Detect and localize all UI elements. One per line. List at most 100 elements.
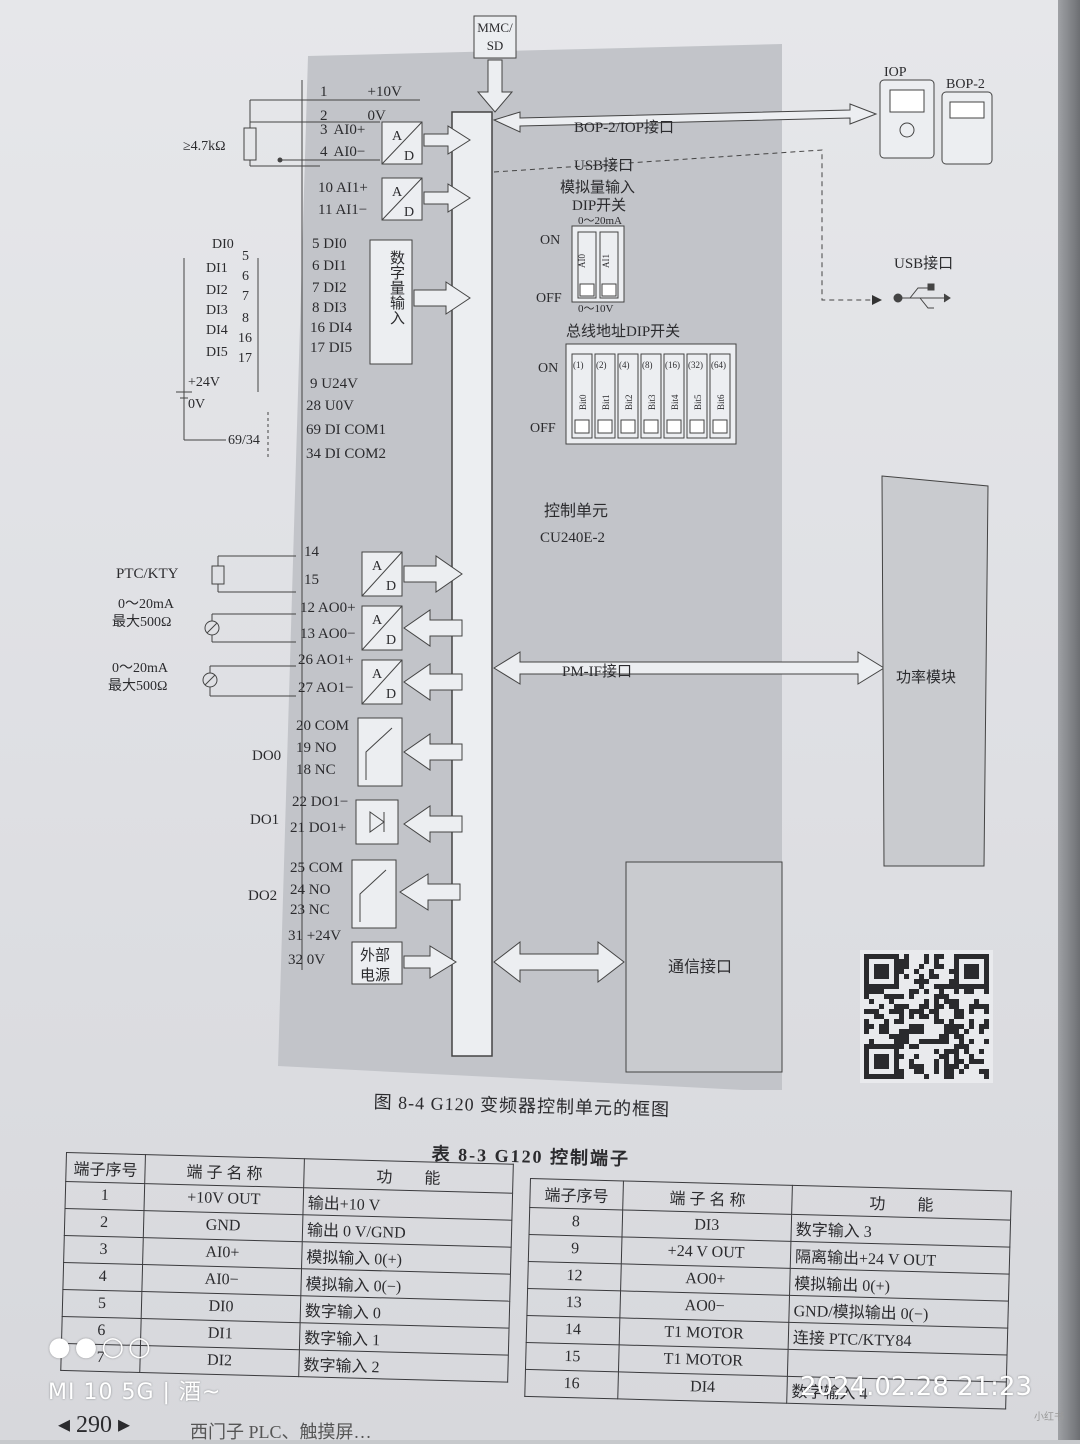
svg-text:A: A [372,667,383,682]
iop-label: IOP [884,65,907,80]
di-term-16: 16 DI4 [310,320,353,336]
qr-code [860,950,993,1083]
svg-text:18 NC: 18 NC [296,762,336,778]
svg-text:7: 7 [242,289,249,304]
svg-text:19 NO: 19 NO [296,740,337,756]
bus-dip-cell: (8)Bit3 [640,353,662,439]
svg-text:D: D [386,579,396,594]
bus-address-dip-switch: 总线地址DIP开关 ON OFF (1)Bit0(2)Bit1(4)Bit2(8… [530,323,737,445]
bus-dip-bit: Bit2 [624,394,634,410]
svg-text:总线地址DIP开关: 总线地址DIP开关 [566,323,680,340]
ao1-max: 最大500Ω [108,678,167,694]
svg-text:20 COM: 20 COM [296,718,349,734]
mmc-label-1: MMC/ [477,20,513,35]
control-unit-label: 控制单元 [544,502,608,520]
digital-input-box [369,239,413,365]
svg-text:0～10V: 0～10V [578,303,613,315]
ao0-range: 0～20mA [118,597,175,612]
svg-text:13 AO0−: 13 AO0− [300,626,356,642]
comm-interface-box [625,861,783,1073]
relay-do2 [351,859,397,929]
header-name: 端 子 名 称 [144,1154,305,1188]
svg-text:外部: 外部 [360,947,390,964]
page-edge-shadow [1058,0,1080,1440]
term-1: 1+10V [320,84,402,100]
svg-text:D: D [386,687,396,702]
svg-text:AI0: AI0 [577,254,587,268]
term-9: 9 U24V [310,376,358,392]
comm-interface-label: 通信接口 [668,958,732,976]
ptc-sensor [211,565,225,585]
bus-dip-value: (2) [596,360,607,370]
bus-dip-bit: Bit4 [670,394,680,410]
bus-dip-value: (16) [665,360,680,370]
svg-text:8: 8 [242,311,249,326]
digital-input-group: DI0 DI1 DI2 DI3 DI4 DI5 5 6 7 8 16 17 5 … [176,236,471,462]
pot-label: ≥4.7kΩ [183,139,226,154]
svg-text:OFF: OFF [536,291,562,306]
optocoupler-do1 [355,799,399,845]
ao0-max: 最大500Ω [112,614,171,630]
svg-text:ON: ON [540,233,560,248]
power-module-label: 功率模块 [896,669,956,686]
mmc-arrow [476,59,514,113]
page-number: ◂ 290 ▸ [58,1412,131,1438]
svg-text:5: 5 [242,249,249,264]
svg-text:24 NO: 24 NO [290,882,331,898]
supply-24v: +24V [188,375,220,390]
control-unit-model: CU240E-2 [540,530,605,546]
bus-dip-value: (1) [573,360,584,370]
svg-text:12 AO0+: 12 AO0+ [300,600,356,616]
svg-text:AI1: AI1 [601,254,611,268]
svg-text:21 DO1+: 21 DO1+ [290,820,346,836]
usb-right-label: USB接口 [894,255,953,272]
pm-if-label: PM-IF接口 [562,663,632,680]
footer-text: 西门子 PLC、触摸屏… [190,1422,372,1442]
watermark: 小红书 [1034,1412,1064,1423]
digital-input-box-label: 数字量输入 [388,250,405,325]
usb-dashed-link [493,149,882,305]
internal-bus [451,111,493,1057]
svg-text:25 COM: 25 COM [290,860,343,876]
di-term-7: 7 DI2 [312,280,347,296]
svg-text:0～20mA: 0～20mA [578,215,622,227]
di2-label: DI2 [206,283,228,298]
bus-dip-cell: (64)Bit6 [709,353,731,439]
bop2-label: BOP-2 [946,77,985,92]
svg-text:14: 14 [304,544,320,560]
bus-dip-bit: Bit6 [716,394,726,410]
bus-dip-cell: (32) Bit5 [686,353,708,439]
bus-dip-value: (32) [688,360,703,370]
ao1-range: 0～20mA [112,661,169,676]
di-term-8: 8 DI3 [312,300,347,316]
relay-do0 [357,717,403,787]
svg-text:D: D [404,205,414,220]
mmc-label-2: SD [487,38,504,53]
bus-dip-value: (4) [619,360,630,370]
bop-iop-arrow [492,103,878,133]
bus-dip-bit: Bit5 [693,394,703,410]
svg-text:27 AO1−: 27 AO1− [298,680,354,696]
svg-text:A: A [392,129,403,144]
svg-text:22 DO1−: 22 DO1− [292,794,348,810]
svg-text:OFF: OFF [530,421,556,436]
svg-text:23 NC: 23 NC [290,902,330,918]
di4-label: DI4 [206,323,228,338]
svg-text:26 AO1+: 26 AO1+ [298,652,354,668]
bus-dip-cell: (4) Bit2 [617,353,639,439]
svg-text:模拟量输入: 模拟量输入 [560,179,635,196]
svg-text:A: A [392,185,403,200]
svg-text:A: A [372,559,383,574]
do2-label: DO2 [248,888,277,904]
svg-text:D: D [386,633,396,648]
di0-label: DI0 [212,237,234,252]
svg-text:17: 17 [238,351,252,366]
svg-text:16: 16 [238,331,252,346]
usb-label: USB接口 [574,157,633,174]
bus-dip-bit: Bit3 [647,394,657,410]
svg-text:D: D [404,149,414,164]
